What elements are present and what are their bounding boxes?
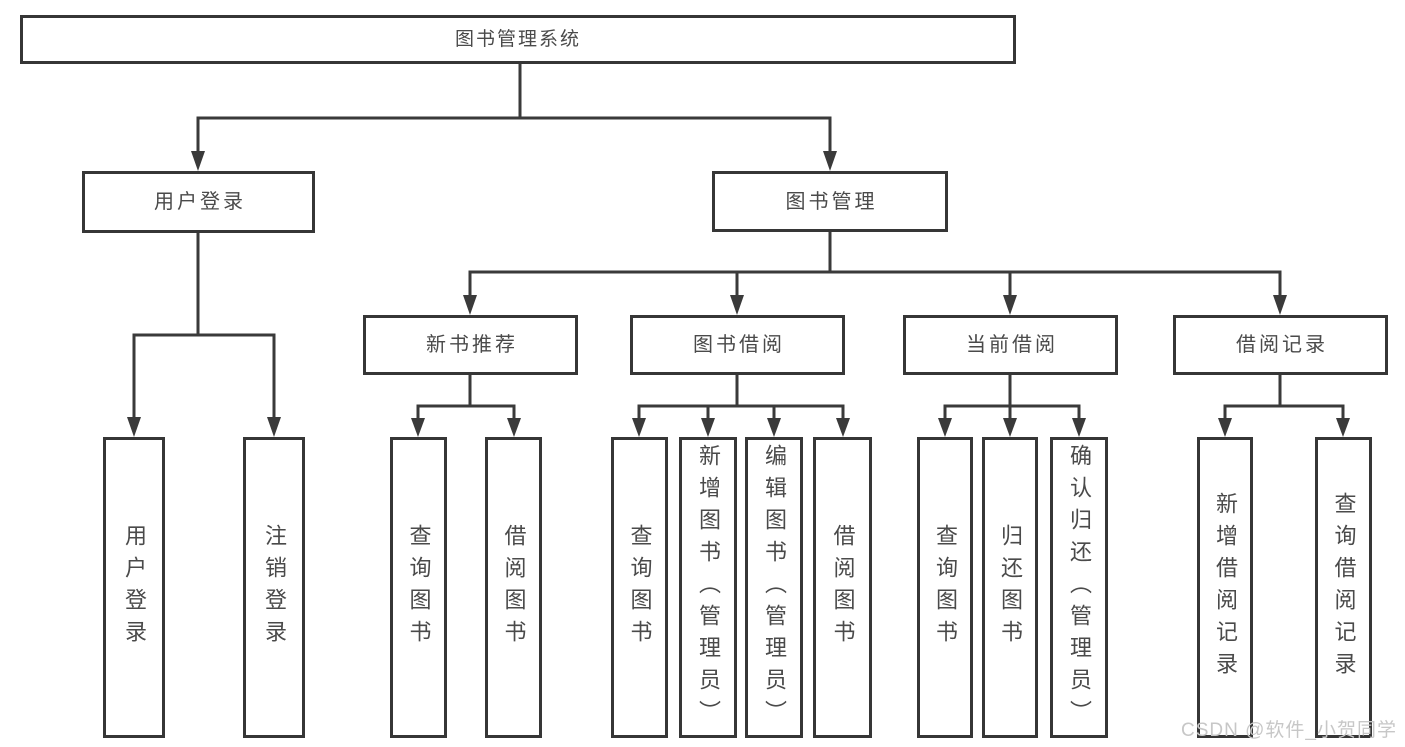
node-root-label: 图书管理系统 — [454, 29, 581, 50]
leaf-return-books-label: 归还图书 — [998, 523, 1023, 652]
leaf-logout-label: 注销登录 — [262, 523, 287, 652]
connector-new-book-to-leaves — [411, 375, 521, 437]
leaf-query-borrow-record: 查询借阅记录 — [1315, 437, 1372, 738]
connector-book-mgmt-to-level3 — [463, 232, 1287, 315]
node-book-borrow: 图书借阅 — [630, 315, 845, 375]
leaf-query-books-borrow: 查询图书 — [611, 437, 668, 738]
connector-borrow-records-to-leaves — [1218, 375, 1350, 437]
connector-current-borrow-to-leaves — [938, 375, 1086, 437]
node-current-borrow-label: 当前借阅 — [966, 334, 1058, 356]
node-book-borrow-label: 图书借阅 — [693, 334, 785, 356]
node-book-management: 图书管理 — [712, 171, 948, 232]
leaf-borrow-books-newbook: 借阅图书 — [485, 437, 542, 738]
connector-root-to-level2 — [191, 64, 837, 171]
node-user-login: 用户登录 — [82, 171, 315, 233]
leaf-borrow-books-borrow: 借阅图书 — [813, 437, 872, 738]
leaf-return-books: 归还图书 — [982, 437, 1038, 738]
leaf-borrow-books-borrow-label: 借阅图书 — [830, 523, 856, 652]
leaf-query-books-current-label: 查询图书 — [933, 523, 958, 652]
leaf-query-books-newbook: 查询图书 — [390, 437, 447, 738]
leaf-add-books-admin: 新增图书（管理员） — [679, 437, 737, 738]
node-root-system: 图书管理系统 — [20, 15, 1016, 64]
leaf-add-borrow-record: 新增借阅记录 — [1197, 437, 1253, 738]
leaf-edit-books-admin: 编辑图书（管理员） — [745, 437, 803, 738]
leaf-add-borrow-record-label: 新增借阅记录 — [1213, 491, 1238, 684]
node-borrow-records: 借阅记录 — [1173, 315, 1388, 375]
connector-user-login-to-leaves — [127, 233, 281, 437]
leaf-add-books-admin-label: 新增图书（管理员） — [696, 443, 721, 732]
connector-book-borrow-to-leaves — [632, 375, 850, 437]
leaf-confirm-return-admin-label: 确认归还（管理员） — [1067, 443, 1092, 732]
node-user-login-label: 用户登录 — [154, 191, 246, 213]
leaf-borrow-books-newbook-label: 借阅图书 — [501, 523, 527, 652]
leaf-user-login-label: 用户登录 — [122, 523, 147, 652]
leaf-user-login: 用户登录 — [103, 437, 165, 738]
node-book-management-label: 图书管理 — [785, 190, 878, 213]
leaf-query-books-current: 查询图书 — [917, 437, 973, 738]
leaf-confirm-return-admin: 确认归还（管理员） — [1050, 437, 1108, 738]
node-borrow-records-label: 借阅记录 — [1236, 334, 1328, 356]
node-current-borrow: 当前借阅 — [903, 315, 1118, 375]
node-new-book-recommend-label: 新书推荐 — [426, 334, 518, 356]
leaf-query-books-newbook-label: 查询图书 — [406, 523, 432, 652]
leaf-edit-books-admin-label: 编辑图书（管理员） — [762, 443, 787, 732]
node-new-book-recommend: 新书推荐 — [363, 315, 578, 375]
leaf-query-books-borrow-label: 查询图书 — [627, 523, 653, 652]
leaf-logout: 注销登录 — [243, 437, 305, 738]
leaf-query-borrow-record-label: 查询借阅记录 — [1331, 491, 1357, 684]
